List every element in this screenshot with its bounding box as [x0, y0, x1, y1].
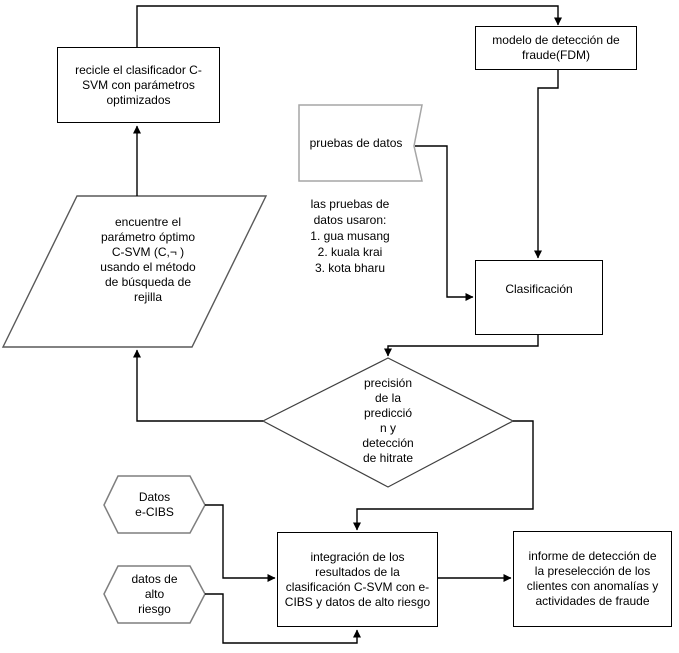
- diamond-accuracy-decision: [261, 357, 515, 488]
- process-integration-results: integración de los resultados de la clas…: [277, 532, 438, 627]
- process-fraud-detection-model-label: modelo de detección de fraude(FDM): [492, 33, 620, 62]
- hexagon-ecibs-data: [103, 475, 206, 534]
- process-classification-label: Clasificación: [505, 282, 573, 296]
- process-classification: Clasificación: [475, 260, 603, 335]
- process-integration-results-label: integración de los resultados de la clas…: [284, 549, 431, 609]
- parallelogram-grid-search: [1, 195, 268, 348]
- banner-test-data: [298, 104, 423, 182]
- connector-decision-to-gridsearch: [133, 349, 263, 422]
- hexagon-high-risk-data: [103, 565, 206, 624]
- process-recycle-classifier-label: recicle el clasificador C- SVM con parám…: [75, 62, 202, 107]
- connector-ecibs-to-integration: [205, 504, 276, 582]
- process-recycle-classifier: recicle el clasificador C- SVM con parám…: [57, 47, 220, 123]
- connector-classification-to-decision: [384, 335, 539, 357]
- process-fraud-report: informe de detección de la preselección …: [513, 531, 672, 627]
- connector-highrisk-to-integration: [205, 593, 361, 644]
- connector-testdata-to-classification: [415, 145, 474, 301]
- process-fraud-report-label: informe de detección de la preselección …: [526, 549, 659, 608]
- connector-decision-to-integration: [353, 420, 534, 531]
- process-fraud-detection-model: modelo de detección de fraude(FDM): [475, 26, 637, 70]
- connector-recycle-to-fdm: [136, 5, 562, 47]
- connector-fdm-to-classification: [534, 70, 559, 259]
